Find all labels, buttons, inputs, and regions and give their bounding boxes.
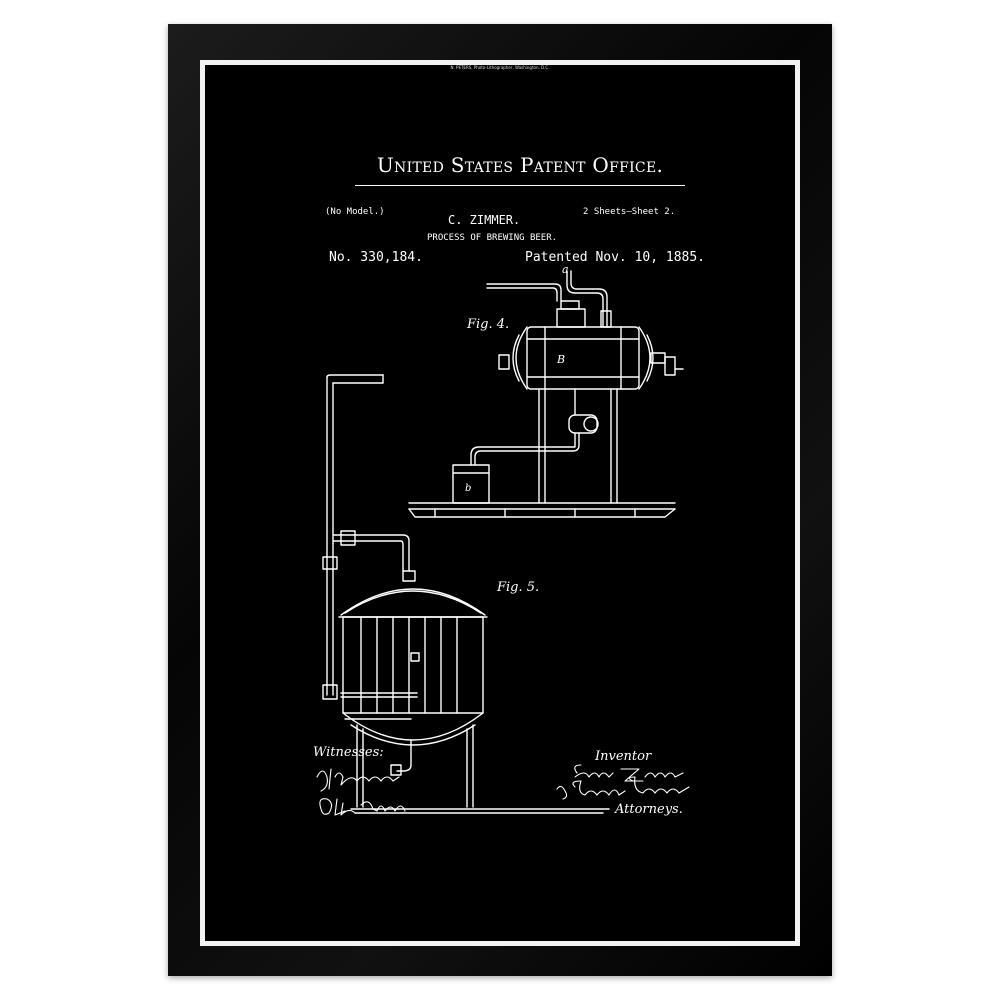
patent-number: No. 330,184. — [329, 250, 423, 265]
title-rule — [355, 185, 685, 186]
witnesses-label: Witnesses: — [313, 745, 384, 760]
fig-4-tank-drawing: a B — [408, 263, 684, 518]
svg-text:b: b — [465, 483, 471, 494]
patent-drawing: a B — [316, 263, 690, 816]
sheets-note: 2 Sheets—Sheet 2. — [583, 207, 676, 217]
office-title: United States Patent Office. — [376, 153, 664, 177]
svg-text:a: a — [562, 263, 569, 276]
fig-4-label: Fig. 4. — [467, 317, 510, 332]
process-title: PROCESS OF BREWING BEER. — [427, 233, 558, 243]
patent-date: Patented Nov. 10, 1885. — [525, 250, 706, 265]
printer-credit: N. PETERS, Photo-Lithographer, Washingto… — [450, 65, 550, 70]
fig-5-label: Fig. 5. — [497, 580, 540, 595]
attorneys-label: Attorneys. — [615, 802, 683, 817]
signature-attorneys — [556, 776, 690, 800]
fig-5-kettle-drawing — [322, 374, 610, 814]
svg-text:B: B — [556, 353, 565, 366]
inventor-name: C. ZIMMER. — [448, 213, 521, 227]
signature-inventor — [574, 764, 684, 782]
inventor-label: Inventor — [595, 749, 652, 764]
signature-witness-1 — [316, 768, 400, 792]
signature-witness-2 — [319, 798, 406, 816]
patent-poster: United States Patent Office. (No Model.)… — [205, 65, 795, 941]
no-model-note: (No Model.) — [325, 207, 385, 217]
